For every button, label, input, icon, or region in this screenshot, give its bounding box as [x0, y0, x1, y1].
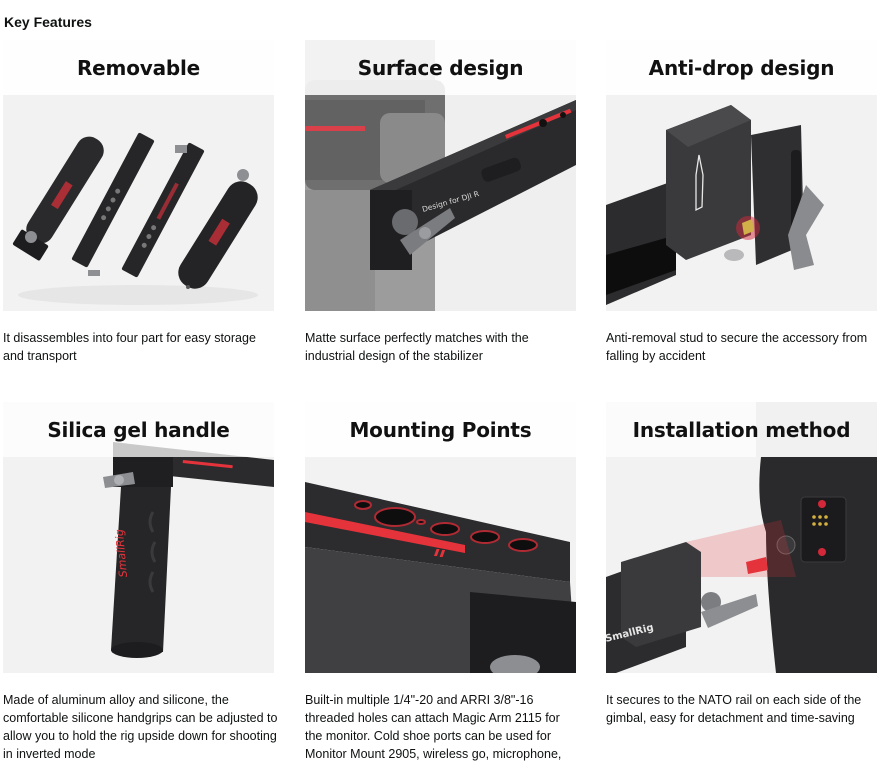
- feature-image-header: Anti-drop design: [606, 40, 877, 95]
- feature-description: Anti-removal stud to secure the accessor…: [606, 331, 868, 363]
- anti-drop-stud-closeup-photo: [606, 95, 877, 311]
- section-title: Key Features: [4, 14, 92, 30]
- feature-card-removable: Removable: [3, 40, 274, 365]
- feature-title: Silica gel handle: [47, 417, 230, 442]
- feature-image-header: Installation method: [606, 402, 877, 457]
- four-part-handle-kit-photo: [3, 95, 274, 311]
- feature-card-anti-drop-design: Anti-drop design: [606, 40, 877, 365]
- feature-card-silica-gel-handle: SmallRig Silica gel handle Made of alumi…: [3, 402, 277, 763]
- feature-image-tile: SmallRig Silica gel handle: [3, 402, 274, 673]
- feature-image-tile: Anti-drop design: [606, 40, 877, 311]
- feature-title: Mounting Points: [349, 417, 532, 442]
- feature-image-header-overlay: Surface design: [305, 40, 576, 95]
- feature-image-tile: Removable: [3, 40, 274, 311]
- feature-card-mounting-points: Mounting Points: [305, 402, 576, 763]
- feature-description: Matte surface perfectly matches with the…: [305, 331, 529, 363]
- feature-image-tile: SmallRig Installation method: [606, 402, 877, 673]
- feature-image-header: Removable: [3, 40, 274, 95]
- feature-title: Removable: [76, 55, 200, 80]
- feature-description: It secures to the NATO rail on each side…: [606, 693, 862, 725]
- feature-image-tile: Surface design Design for DJI R: [305, 40, 576, 311]
- smallrig-brand-mark: SmallRig: [113, 529, 130, 578]
- feature-image-header: Silica gel handle: [3, 402, 274, 457]
- feature-card-surface-design: Surface design Design for DJI R: [305, 40, 576, 365]
- feature-image-header: Mounting Points: [305, 402, 576, 457]
- feature-description: Built-in multiple 1/4"-20 and ARRI 3/8"-…: [305, 693, 562, 761]
- feature-description: It disassembles into four part for easy …: [3, 331, 256, 363]
- feature-title-overlay: Surface design: [357, 55, 524, 80]
- feature-card-installation-method: SmallRig Installation method It secures …: [606, 402, 877, 727]
- feature-description: Made of aluminum alloy and silicone, the…: [3, 693, 278, 761]
- feature-image-tile: Mounting Points: [305, 402, 576, 673]
- feature-title: Anti-drop design: [648, 55, 835, 80]
- threaded-mounting-holes-photo: [305, 457, 576, 673]
- feature-title: Installation method: [632, 417, 851, 442]
